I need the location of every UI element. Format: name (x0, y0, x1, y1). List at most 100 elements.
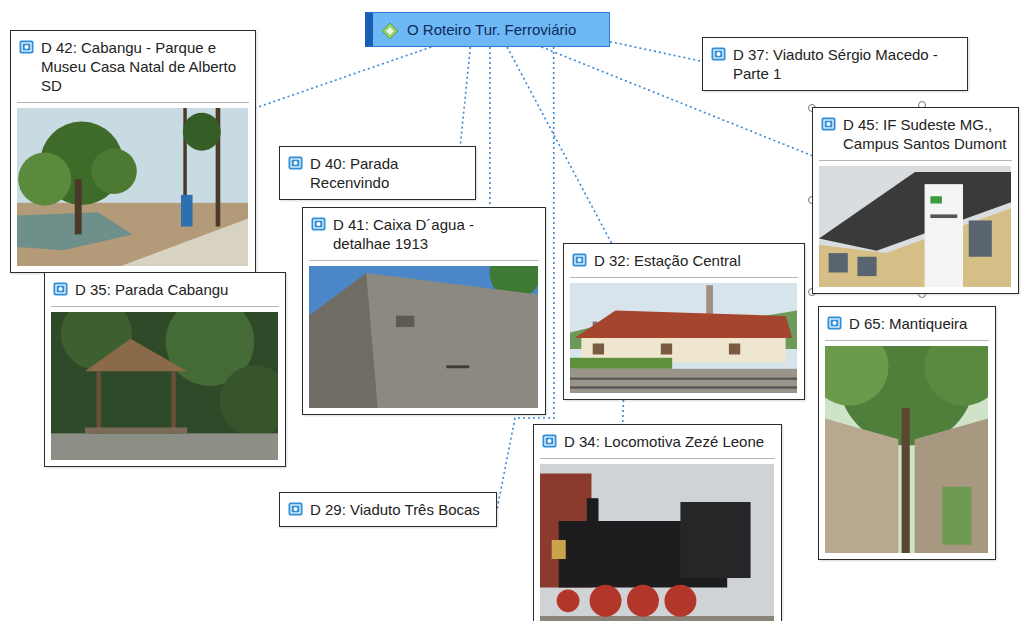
topic-box: D 37: Viaduto Sérgio Macedo - Parte 1 (702, 37, 968, 91)
topic-text: D 41: Caixa D´agua - detalhae 1913 (333, 215, 535, 253)
photo-scene (51, 312, 278, 460)
photo-shape (220, 365, 278, 436)
photo (17, 108, 248, 266)
photo-card: D 41: Caixa D´agua - detalhae 1913 (302, 207, 546, 415)
photo-shape (593, 344, 604, 355)
photo-shape (309, 273, 538, 408)
photo-shape (925, 184, 963, 287)
card-title: D 42: Cabangu - Parque e Museu Casa Nata… (17, 31, 249, 103)
photo-shape (575, 311, 793, 339)
icon-picture (22, 43, 31, 51)
card-title: D 45: IF Sudeste MG., Campus Santos Dumo… (819, 108, 1012, 161)
card-title: D 40: Parada Recenvindo (286, 147, 469, 199)
photo-shape (121, 219, 248, 266)
card-title: D 32: Estação Central (570, 244, 798, 278)
photo-shape (627, 585, 659, 617)
photo (825, 346, 988, 553)
icon-picture (291, 159, 300, 167)
icon-lens (294, 507, 298, 511)
photo-shape (570, 386, 797, 388)
image-icon (542, 434, 557, 448)
diamond-shape (382, 23, 398, 39)
diamond-icon (381, 22, 399, 40)
card-title: D 34: Locomotiva Zezé Leone (540, 425, 775, 459)
image-icon (827, 316, 842, 330)
dotted-connector (460, 47, 470, 146)
photo-card: D 35: Parada Cabangu (44, 272, 286, 467)
photo-shape (96, 371, 101, 433)
photo-shape (446, 365, 469, 368)
image-icon (711, 47, 726, 61)
photo-shape (85, 339, 187, 372)
photo-shape (171, 371, 176, 433)
icon-lens (294, 161, 298, 165)
icon-lens (578, 258, 582, 262)
photo-shape (540, 616, 774, 621)
image-icon (821, 117, 836, 131)
photo-shape (91, 148, 137, 194)
card-title: D 41: Caixa D´agua - detalhae 1913 (309, 208, 539, 261)
icon-picture (291, 505, 300, 513)
photo-shape (969, 220, 992, 256)
topic-text: D 29: Viaduto Três Bocas (310, 500, 486, 519)
photo-shape (540, 464, 774, 621)
icon-picture (824, 120, 833, 128)
photo-shape (18, 153, 71, 206)
topic-text: D 45: IF Sudeste MG., Campus Santos Dumo… (843, 115, 1008, 153)
icon-lens (717, 52, 721, 56)
photo-scene (570, 283, 797, 393)
photo-shape (829, 253, 848, 272)
central-topic: O Roteiro Tur. Ferroviário (365, 12, 610, 47)
photo-card: D 32: Estação Central (563, 243, 805, 400)
photo (51, 312, 278, 460)
icon-frame (543, 435, 557, 448)
image-icon (288, 156, 303, 170)
icon-lens (25, 45, 29, 49)
image-icon (53, 282, 68, 296)
photo-scene (540, 464, 774, 621)
photo-shape (930, 196, 942, 203)
icon-frame (312, 218, 326, 231)
icon-frame (289, 503, 303, 516)
photo-scene (17, 108, 248, 266)
photo-shape (819, 166, 1011, 287)
photo-shape (915, 418, 988, 553)
icon-picture (314, 220, 323, 228)
topic-box: D 29: Viaduto Três Bocas (279, 492, 497, 527)
photo-shape (587, 498, 599, 521)
topic-text: D 34: Locomotiva Zezé Leone (564, 432, 771, 451)
photo-shape (181, 195, 193, 227)
photo-shape (396, 316, 414, 327)
icon-frame (822, 118, 836, 131)
photo-scene (825, 346, 988, 553)
topic-text: D 42: Cabangu - Parque e Museu Casa Nata… (41, 38, 245, 95)
photo (570, 283, 797, 393)
icon-lens (548, 439, 552, 443)
photo-scene (309, 266, 538, 408)
icon-frame (289, 157, 303, 170)
topic-text: D 40: Parada Recenvindo (310, 154, 465, 192)
image-icon (311, 217, 326, 231)
photo-shape (590, 585, 622, 617)
topic-text: O Roteiro Tur. Ferroviário (407, 20, 597, 39)
image-icon (19, 40, 34, 54)
photo-shape (75, 179, 82, 234)
photo-shape (661, 344, 672, 355)
photo-shape (924, 346, 988, 406)
photo-shape (857, 257, 876, 276)
card-title: D 35: Parada Cabangu (51, 273, 279, 307)
dotted-connector (489, 47, 491, 207)
card-title: D 29: Viaduto Três Bocas (286, 493, 490, 526)
photo-shape (902, 408, 910, 553)
photo-shape (729, 344, 740, 355)
topic-text: D 32: Estação Central (594, 251, 794, 270)
icon-frame (828, 317, 842, 330)
topic-text: D 65: Mantiqueira (849, 314, 985, 333)
dotted-connector (622, 400, 624, 424)
photo-shape (664, 585, 696, 617)
diamond-inner (386, 27, 394, 35)
photo (540, 464, 774, 621)
photo-shape (680, 502, 750, 578)
photo (309, 266, 538, 408)
